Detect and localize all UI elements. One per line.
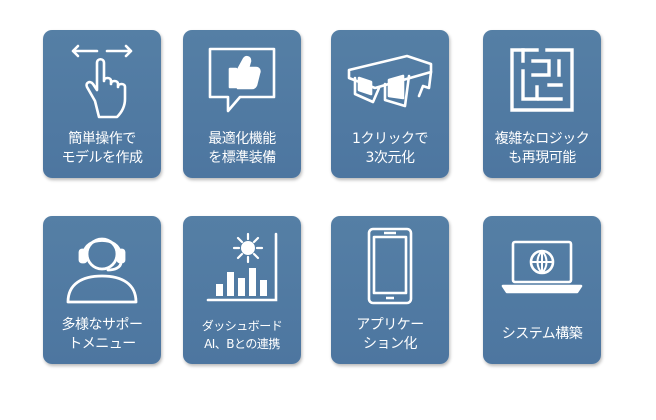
feature-tile-easy-modeling: 簡単操作で モデルを作成 xyxy=(43,30,161,178)
feature-label-line-2: AI、Bとの連携 xyxy=(204,337,280,351)
feature-tile-support-menu: 多様なサポー トメニュー xyxy=(43,216,161,364)
feature-label-line-1: 1クリックで xyxy=(352,131,428,147)
feature-label: 簡単操作で モデルを作成 xyxy=(47,124,157,174)
dashboard-ai-chart-icon xyxy=(183,224,301,308)
thumbs-up-message-icon xyxy=(183,38,301,122)
feature-tile-one-click-3d: 1クリックで 3次元化 xyxy=(331,30,449,178)
feature-label-line-1: ダッシュボード xyxy=(201,319,283,333)
headset-support-icon xyxy=(43,224,161,308)
feature-label-line-2: モデルを作成 xyxy=(61,150,144,166)
feature-tile-dashboard-ai: ダッシュボード AI、Bとの連携 xyxy=(183,216,301,364)
smartphone-icon xyxy=(331,224,449,308)
feature-label-line-2: 3次元化 xyxy=(365,150,415,166)
feature-label-line-1: 多様なサポー xyxy=(61,317,144,333)
feature-tile-complex-logic: 複雑なロジック も再現可能 xyxy=(483,30,601,178)
feature-label-line-1: 簡単操作で xyxy=(68,131,136,147)
feature-label-line-1: 複雑なロジック xyxy=(494,131,590,147)
maze-icon xyxy=(483,38,601,122)
feature-label: 多様なサポー トメニュー xyxy=(47,310,157,360)
feature-tile-application: アプリケー ション化 xyxy=(331,216,449,364)
feature-label: 最適化機能 を標準装備 xyxy=(187,124,297,174)
laptop-globe-icon xyxy=(483,224,601,308)
feature-label: 複雑なロジック も再現可能 xyxy=(487,124,597,174)
feature-label-line-1: システム構築 xyxy=(501,325,583,342)
feature-label-line-2: を標準装備 xyxy=(208,150,276,166)
feature-label: システム構築 xyxy=(487,308,597,360)
feature-label: 1クリックで 3次元化 xyxy=(335,124,445,174)
feature-label-line-2: ション化 xyxy=(363,336,418,352)
feature-label: アプリケー ション化 xyxy=(335,310,445,360)
feature-label-line-2: トメニュー xyxy=(68,336,136,352)
feature-label-line-1: アプリケー xyxy=(356,317,424,333)
feature-tile-optimization: 最適化機能 を標準装備 xyxy=(183,30,301,178)
touch-swipe-icon xyxy=(43,38,161,122)
feature-label-line-2: も再現可能 xyxy=(508,150,576,166)
feature-label: ダッシュボード AI、Bとの連携 xyxy=(187,310,297,360)
feature-tile-system-building: システム構築 xyxy=(483,216,601,364)
3d-glasses-icon xyxy=(331,38,449,122)
feature-label-line-1: 最適化機能 xyxy=(208,131,276,147)
